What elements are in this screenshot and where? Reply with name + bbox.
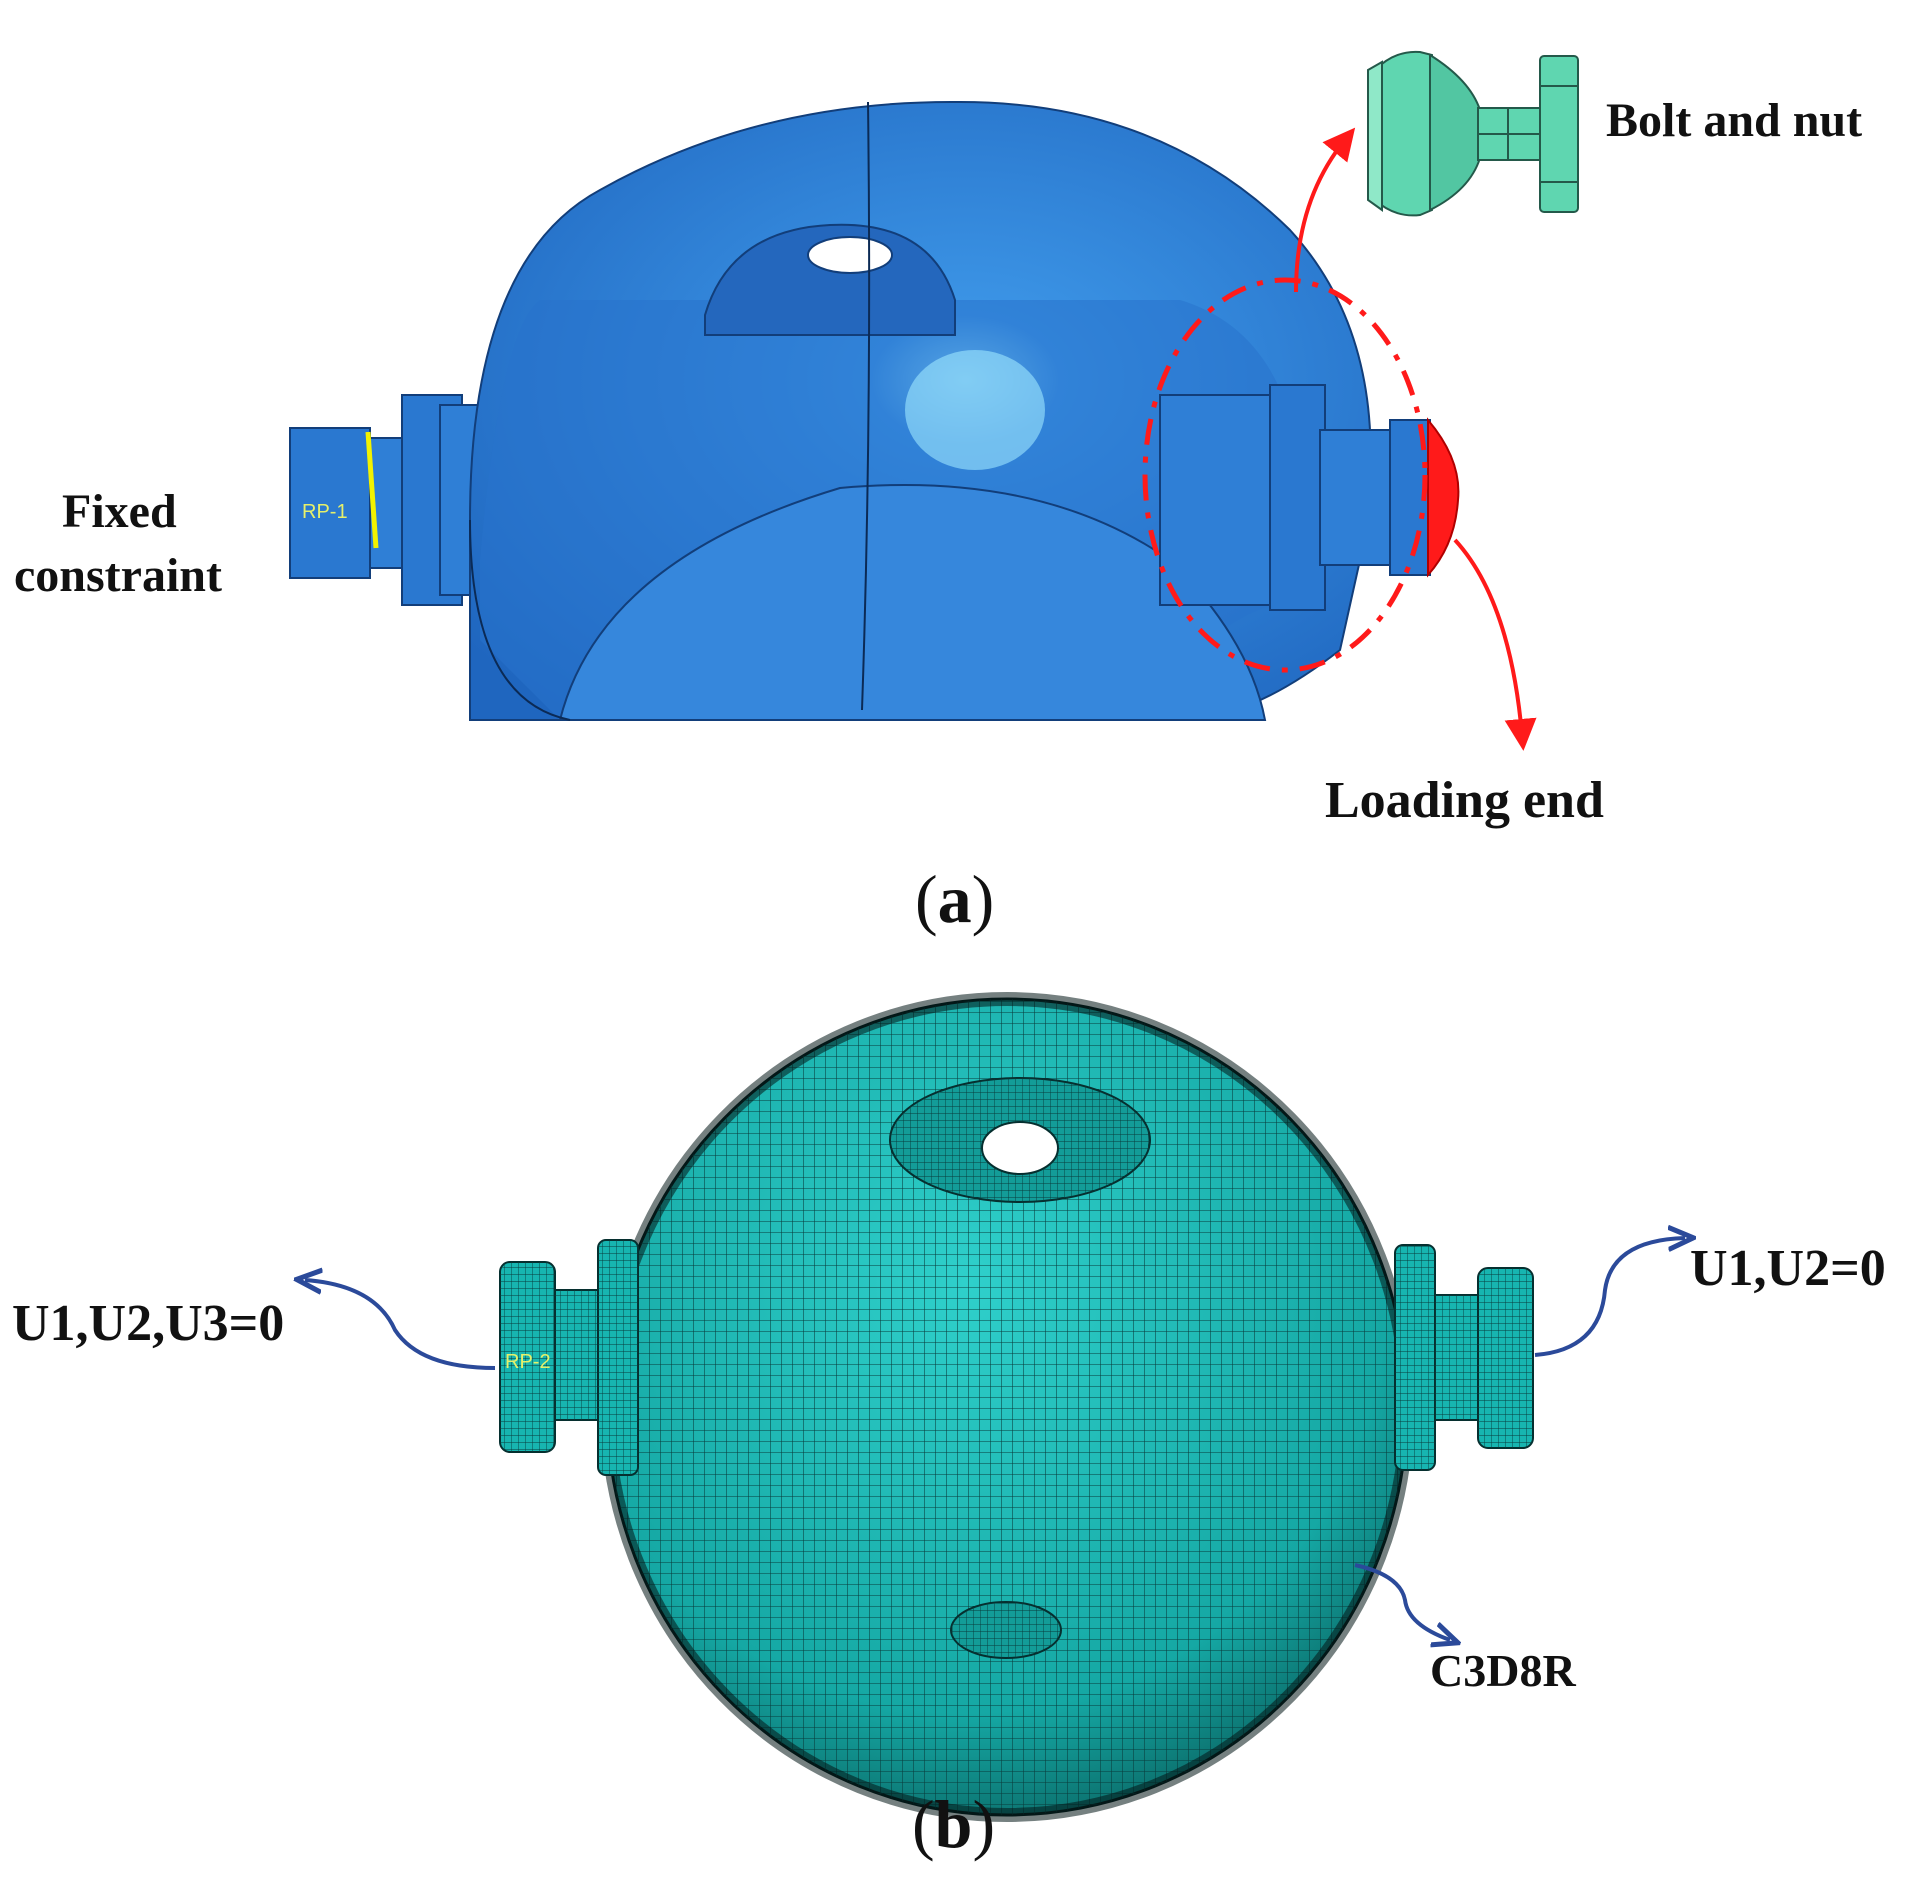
top-hole	[981, 1121, 1059, 1175]
caption-b-open: (	[912, 1786, 935, 1862]
caption-a-open: (	[915, 861, 938, 937]
label-element-type: C3D8R	[1430, 1645, 1576, 1696]
panel-a: RP-1	[289, 50, 1579, 751]
caption-b: (b)	[912, 1790, 995, 1858]
caption-a-close: )	[971, 861, 995, 937]
label-bolt-and-nut: Bolt and nut	[1606, 94, 1863, 147]
meshed-sphere	[600, 992, 1414, 1822]
label-right-boundary: U1,U2=0	[1690, 1240, 1886, 1297]
hemisphere-body	[469, 100, 1372, 721]
caption-a-letter: a	[937, 861, 972, 937]
loading-surface	[1427, 417, 1460, 578]
arrow-left-bc	[305, 1280, 496, 1370]
label-left-boundary: U1,U2,U3=0	[12, 1295, 285, 1352]
detail-circle	[1142, 277, 1428, 673]
bolt-and-nut	[1367, 50, 1579, 217]
arrow-right-bc	[1534, 1238, 1685, 1357]
left-nozzle-b: RP-2	[499, 1239, 639, 1476]
right-nozzle-a	[1159, 384, 1460, 611]
caption-a: (a)	[915, 865, 994, 933]
svg-text:RP-2: RP-2	[505, 1351, 551, 1373]
label-fixed-line1: Fixed	[62, 485, 177, 538]
arrow-element	[1354, 1563, 1450, 1640]
right-nozzle-b	[1394, 1244, 1534, 1471]
caption-b-letter: b	[934, 1786, 973, 1862]
arrow-to-loading	[1453, 538, 1537, 751]
svg-text:RP-1: RP-1	[302, 501, 348, 523]
panel-b: RP-2	[305, 992, 1685, 1822]
arrow-to-bolt	[1294, 127, 1356, 293]
label-loading-end: Loading end	[1325, 772, 1604, 829]
fixed-constraint-marker	[365, 431, 379, 549]
caption-b-close: )	[972, 1786, 996, 1862]
label-fixed-line2: constraint	[14, 549, 222, 602]
